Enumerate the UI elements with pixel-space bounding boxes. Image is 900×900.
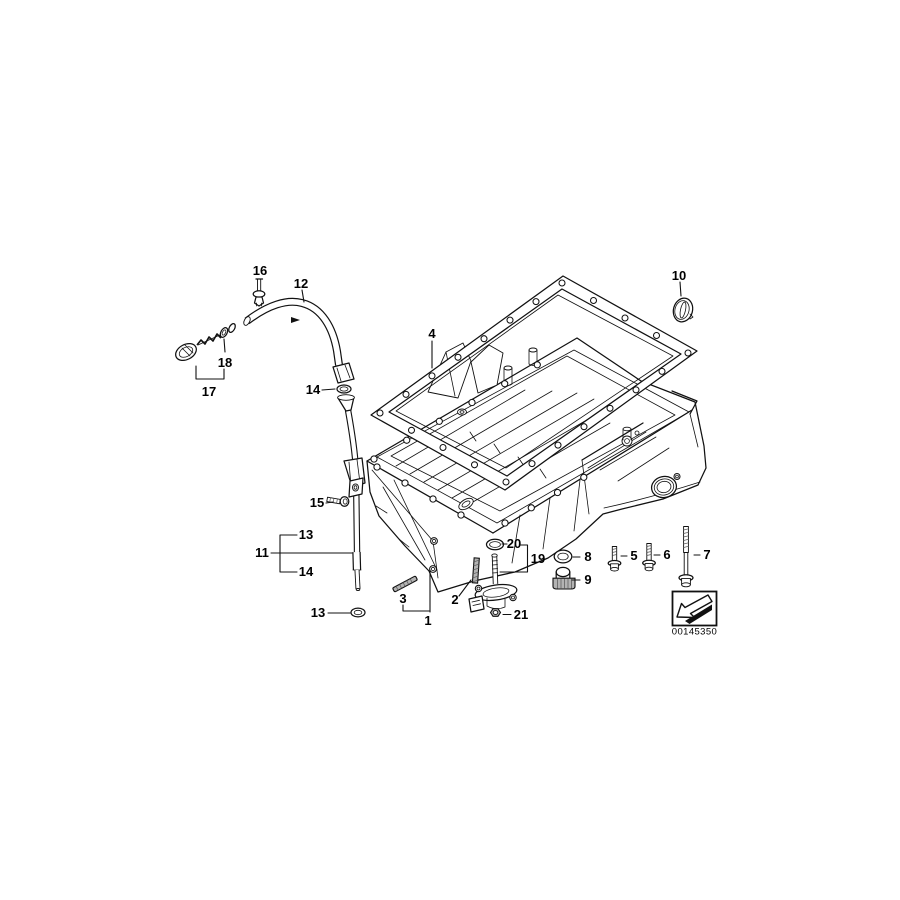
callout-18[interactable]: 18 [218, 355, 232, 370]
sealing-ring-8 [553, 549, 573, 564]
callout-8[interactable]: 8 [584, 549, 591, 564]
dipstick-spring [196, 333, 222, 346]
callout-16[interactable]: 16 [253, 263, 267, 278]
oil-pan-gasket [370, 275, 698, 491]
callout-9[interactable]: 9 [584, 572, 591, 587]
o-ring-18 [219, 327, 229, 338]
callout-10[interactable]: 10 [672, 268, 686, 283]
callout-20[interactable]: 20 [507, 536, 521, 551]
drawing-stamp: 00145350 [671, 590, 718, 638]
o-ring-14 [336, 384, 352, 394]
callout-4[interactable]: 4 [428, 326, 436, 341]
dipstick [175, 323, 236, 362]
callout-13-upper[interactable]: 13 [299, 527, 313, 542]
callout-13-lower[interactable]: 13 [311, 605, 325, 620]
screw-15 [326, 496, 350, 507]
nut-21 [489, 608, 502, 617]
dipstick-guide-tube-lower [337, 394, 366, 591]
callouts: 16 12 4 10 18 17 14 15 13 11 14 13 3 1 2… [202, 263, 711, 628]
washer-13 [350, 607, 366, 618]
callout-14-lower[interactable]: 14 [299, 564, 314, 579]
callout-21[interactable]: 21 [514, 607, 528, 622]
bolt-7 [678, 526, 694, 588]
callout-2[interactable]: 2 [451, 592, 458, 607]
callout-7[interactable]: 7 [703, 547, 710, 562]
retaining-clip-16 [252, 278, 266, 307]
screw-6 [642, 543, 656, 572]
screw-5 [607, 546, 622, 572]
callout-12[interactable]: 12 [294, 276, 308, 291]
o-ring-20 [485, 538, 505, 551]
sealing-cap-10 [672, 297, 694, 323]
callout-15[interactable]: 15 [310, 495, 324, 510]
dipstick-guide-tube-upper [243, 297, 355, 384]
callout-17[interactable]: 17 [202, 384, 216, 399]
stud-3 [392, 575, 418, 593]
stud-2 [471, 557, 480, 584]
drawing-number: 00145350 [672, 627, 717, 638]
callout-3[interactable]: 3 [399, 591, 406, 606]
gasket-bolt-holes [376, 279, 692, 486]
leader-lines [195, 281, 701, 616]
pan-flange-bolt-holes [370, 361, 588, 527]
flow-arrow-marker [291, 317, 300, 323]
callout-14-upper[interactable]: 14 [306, 382, 321, 397]
callout-11[interactable]: 11 [255, 545, 269, 560]
callout-19[interactable]: 19 [531, 551, 545, 566]
oil-level-sensor-19 [468, 553, 518, 613]
direction-arrow-icon [676, 594, 713, 624]
callout-1[interactable]: 1 [424, 613, 431, 628]
callout-5[interactable]: 5 [630, 548, 637, 563]
callout-6[interactable]: 6 [663, 547, 670, 562]
drain-plug-9 [552, 566, 576, 590]
